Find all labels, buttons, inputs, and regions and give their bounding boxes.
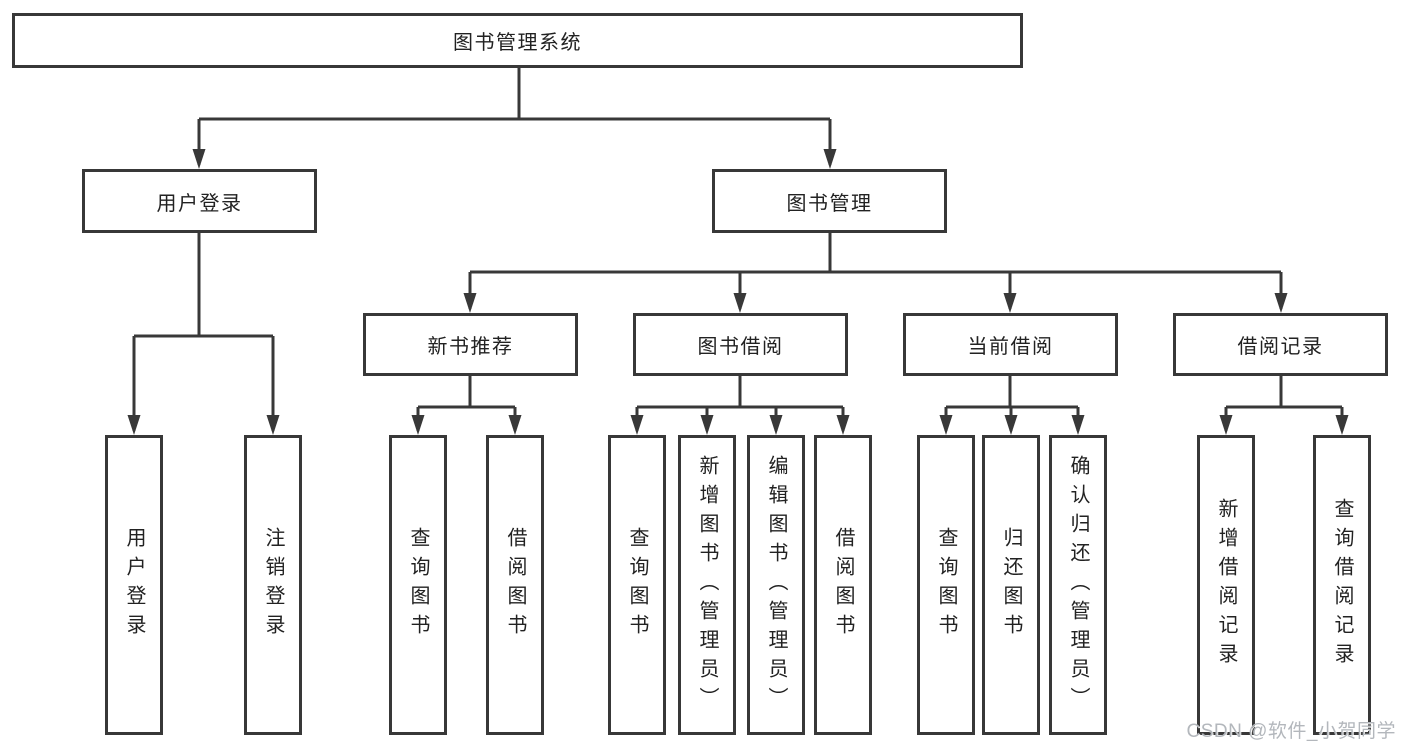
leaf-confirm-return-admin: 确认归还（管理员） — [1049, 435, 1107, 735]
leaf-borrow-books-2-label: 借阅图书 — [832, 527, 854, 643]
leaf-logout: 注销登录 — [244, 435, 302, 735]
node-root-label: 图书管理系统 — [453, 32, 582, 54]
node-book-management: 图书管理 — [712, 169, 947, 233]
leaf-edit-book-admin: 编辑图书（管理员） — [747, 435, 805, 735]
connector-book-management-trunk — [470, 233, 1281, 274]
node-user-login: 用户登录 — [82, 169, 317, 233]
node-borrow-records: 借阅记录 — [1173, 313, 1388, 376]
node-new-book-recommend: 新书推荐 — [363, 313, 578, 376]
leaf-return-books: 归还图书 — [982, 435, 1040, 735]
leaf-return-books-label: 归还图书 — [1000, 527, 1022, 643]
leaf-query-books-1-label: 查询图书 — [407, 527, 429, 643]
node-book-borrow: 图书借阅 — [633, 313, 848, 376]
node-current-borrow: 当前借阅 — [903, 313, 1118, 376]
leaf-query-books-3: 查询图书 — [917, 435, 975, 735]
leaf-query-books-2: 查询图书 — [608, 435, 666, 735]
leaf-borrow-books-2: 借阅图书 — [814, 435, 872, 735]
leaf-add-borrow-record: 新增借阅记录 — [1197, 435, 1255, 735]
leaf-query-borrow-record-label: 查询借阅记录 — [1331, 498, 1353, 672]
leaf-user-login: 用户登录 — [105, 435, 163, 735]
leaf-edit-book-admin-label: 编辑图书（管理员） — [765, 454, 787, 716]
node-current-borrow-label: 当前借阅 — [967, 336, 1054, 358]
connector-book-borrow-trunk — [637, 376, 843, 409]
leaf-confirm-return-admin-label: 确认归还（管理员） — [1067, 454, 1089, 716]
leaf-add-borrow-record-label: 新增借阅记录 — [1215, 498, 1237, 672]
leaf-borrow-books-1: 借阅图书 — [486, 435, 544, 735]
connector-new-books-trunk — [418, 376, 515, 409]
leaf-query-books-3-label: 查询图书 — [935, 527, 957, 643]
leaf-query-borrow-record: 查询借阅记录 — [1313, 435, 1371, 735]
node-new-book-recommend-label: 新书推荐 — [427, 336, 514, 358]
node-root: 图书管理系统 — [12, 13, 1023, 68]
leaf-query-books-2-label: 查询图书 — [626, 527, 648, 643]
connector-current-borrow-trunk — [946, 376, 1078, 409]
node-user-login-label: 用户登录 — [156, 192, 243, 215]
watermark: CSDN @软件_小贺同学 — [1186, 721, 1396, 742]
leaf-add-book-admin-label: 新增图书（管理员） — [696, 454, 718, 716]
leaf-user-login-label: 用户登录 — [123, 527, 145, 643]
connector-root-trunk — [199, 68, 830, 121]
leaf-add-book-admin: 新增图书（管理员） — [678, 435, 736, 735]
node-book-borrow-label: 图书借阅 — [697, 336, 784, 358]
node-book-management-label: 图书管理 — [786, 192, 873, 215]
leaf-query-books-1: 查询图书 — [389, 435, 447, 735]
node-borrow-records-label: 借阅记录 — [1237, 336, 1324, 358]
leaf-borrow-books-1-label: 借阅图书 — [504, 527, 526, 643]
connector-user-login-trunk — [134, 233, 273, 338]
leaf-logout-label: 注销登录 — [262, 527, 284, 643]
connector-borrow-records-trunk — [1226, 376, 1342, 409]
